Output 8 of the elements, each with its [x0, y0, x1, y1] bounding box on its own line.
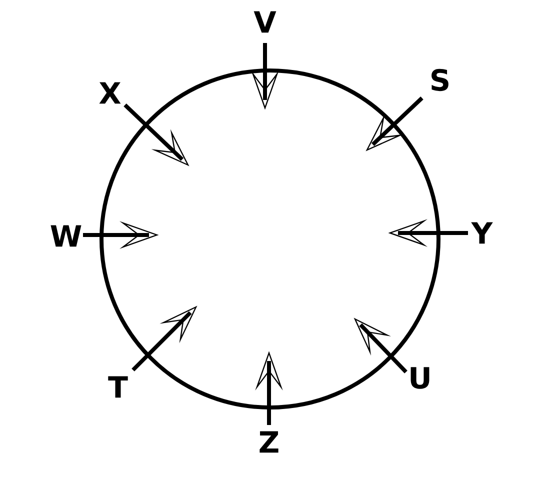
arrow-label: X: [99, 82, 121, 104]
arrow-label: V: [254, 11, 276, 33]
arrow-label: S: [432, 68, 448, 92]
arrow-label: U: [410, 367, 430, 389]
arrow-label: Z: [260, 431, 278, 453]
arrow-label: W: [50, 225, 82, 247]
arrow-label: Y: [471, 222, 493, 244]
arrow-label: T: [108, 376, 128, 398]
